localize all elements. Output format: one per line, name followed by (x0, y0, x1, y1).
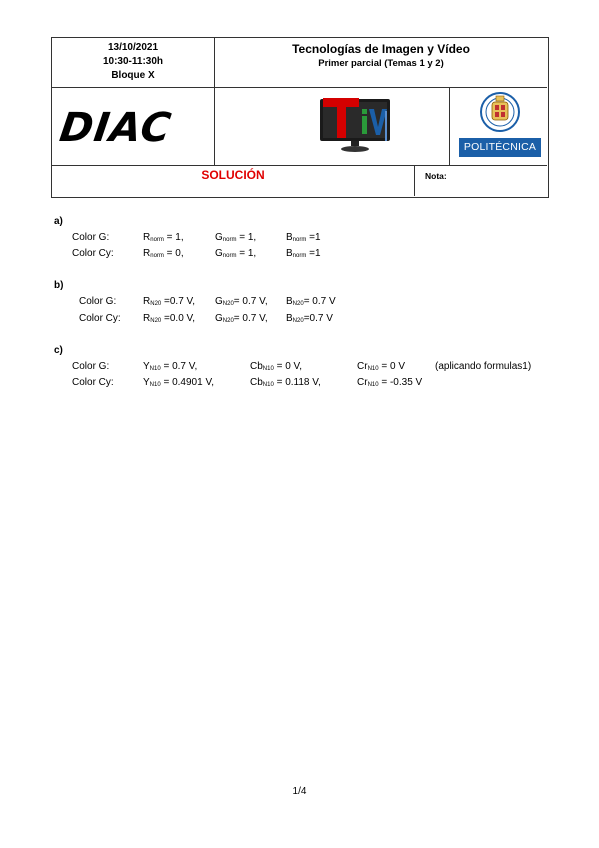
color-name: Color Cy: (72, 248, 114, 259)
value-g: GN20= 0.7 V, (215, 296, 268, 307)
exam-time: 10:30-11:30h (102, 56, 164, 67)
value-cb: CbN10 = 0 V, (250, 361, 303, 372)
upm-logo: POLITÉCNICA (459, 90, 541, 160)
value-b: BN20=0.7 V (286, 313, 333, 324)
grade-label: Nota: (425, 171, 447, 181)
section-a-label: a) (54, 216, 63, 227)
divider (52, 165, 547, 166)
divider (214, 38, 215, 165)
value-cr: CrN10 = -0.35 V (357, 377, 423, 388)
tv-icon (320, 98, 390, 152)
value-g: Gnorm = 1, (215, 248, 257, 259)
exam-header: 13/10/2021 10:30-11:30h Bloque X Tecnolo… (51, 37, 549, 198)
value-r: RN20 =0.0 V, (143, 313, 196, 324)
exam-block: Bloque X (111, 70, 155, 81)
color-name: Color G: (79, 296, 117, 307)
exam-date: 13/10/2021 (107, 42, 159, 53)
value-y: YN10 = 0.4901 V, (143, 377, 214, 388)
value-r: Rnorm = 0, (143, 248, 184, 259)
exam-title: Primer parcial (Temas 1 y 2) (318, 58, 444, 69)
tv-logo (317, 95, 397, 159)
page-number: 1/4 (292, 786, 307, 797)
exam-titles: Tecnologías de Imagen y Vídeo Primer par… (215, 41, 547, 71)
exam-schedule: 13/10/2021 10:30-11:30h Bloque X (52, 41, 214, 83)
value-g: Gnorm = 1, (215, 232, 257, 243)
value-r: Rnorm = 1, (143, 232, 184, 243)
value-cr: CrN10 = 0 V (357, 361, 405, 372)
divider (414, 165, 415, 196)
seal-icon (480, 92, 520, 132)
value-cb: CbN10 = 0.118 V, (250, 377, 321, 388)
value-y: YN10 = 0.7 V, (143, 361, 198, 372)
value-b: Bnorm =1 (286, 232, 321, 243)
upm-wordmark: POLITÉCNICA (459, 138, 541, 157)
color-name: Color Cy: (79, 313, 121, 324)
color-name: Color Cy: (72, 377, 114, 388)
value-g: GN20= 0.7 V, (215, 313, 268, 324)
solution-label: SOLUCIÓN (201, 168, 265, 182)
color-name: Color G: (72, 232, 110, 243)
color-name: Color G: (72, 361, 110, 372)
divider (449, 87, 450, 165)
formula-note: (aplicando formulas1) (435, 361, 532, 372)
value-b: Bnorm =1 (286, 248, 321, 259)
diac-logo: DIAC (56, 105, 175, 151)
divider (52, 87, 547, 88)
value-r: RN20 =0.7 V, (143, 296, 196, 307)
value-b: BN20= 0.7 V (286, 296, 336, 307)
course-title: Tecnologías de Imagen y Vídeo (292, 42, 470, 56)
section-c-label: c) (54, 345, 63, 356)
section-b-label: b) (54, 280, 64, 291)
